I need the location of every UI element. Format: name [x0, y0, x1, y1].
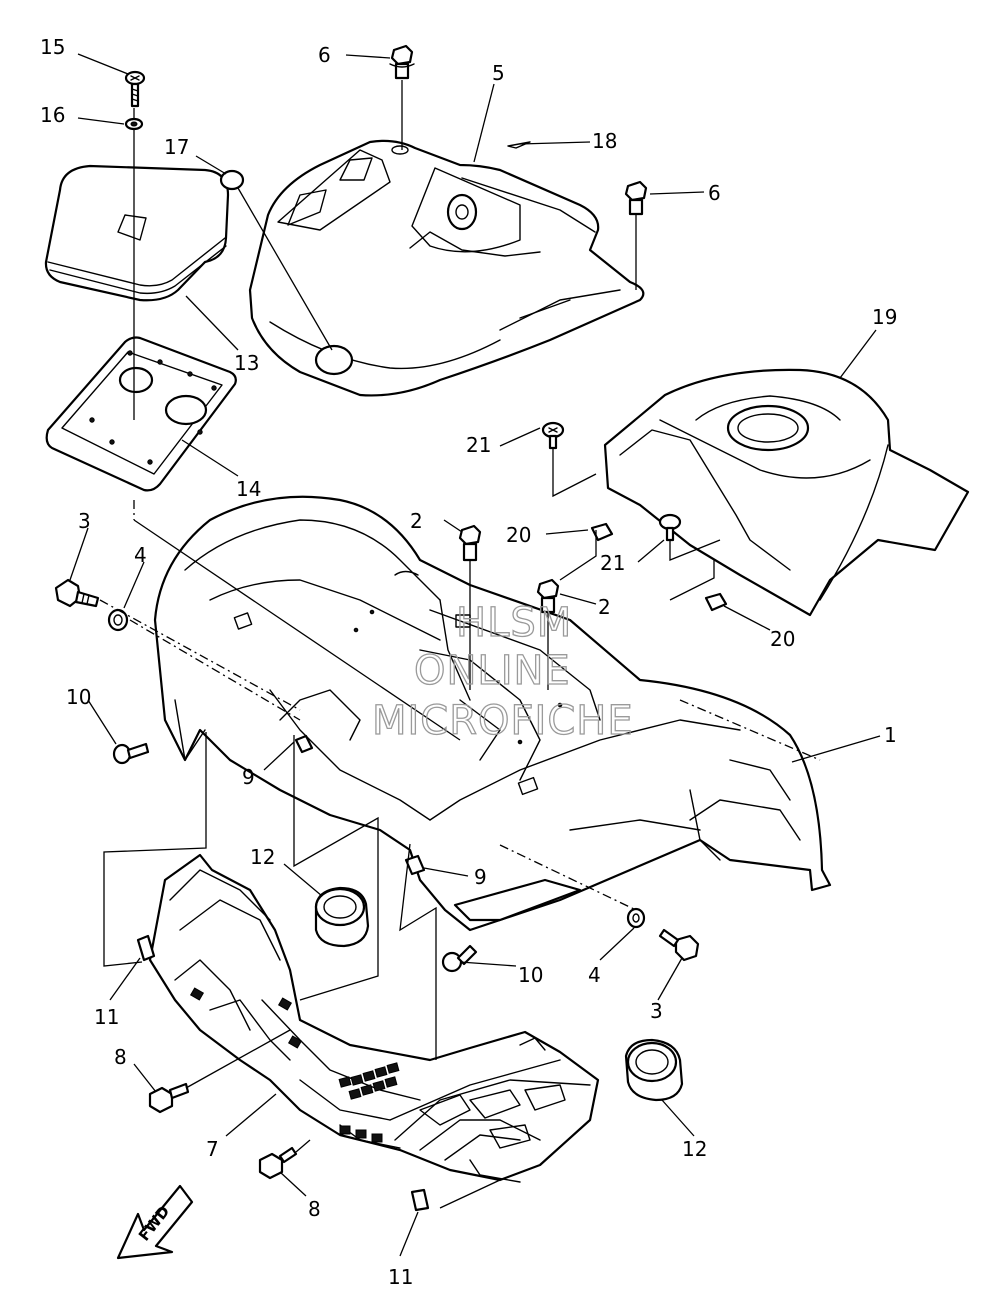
callout-8-left: 8 — [114, 1045, 127, 1069]
part-15-screw — [124, 70, 146, 108]
watermark: HLSM ONLINE MICROFICHE — [371, 599, 634, 744]
part-3-bolt-right — [658, 928, 700, 962]
callout-9-left: 9 — [242, 765, 255, 789]
part-4-washer-right — [626, 907, 646, 929]
part-10-screw-left — [112, 742, 150, 765]
part-14-gasket — [45, 336, 237, 492]
part-1-rear-fender — [153, 495, 832, 932]
assembly-lines — [99, 80, 821, 1209]
callout-5: 5 — [492, 61, 505, 85]
callout-6-right: 6 — [708, 181, 721, 205]
callout-13: 13 — [234, 351, 259, 375]
part-18-emblem — [507, 141, 531, 149]
callout-12-left: 12 — [250, 845, 275, 869]
part-2-bolt-right — [536, 578, 560, 614]
callout-4-right: 4 — [588, 963, 601, 987]
callout-3-right: 3 — [650, 999, 663, 1023]
part-13-cover — [44, 164, 230, 302]
callout-labels: 15 16 17 6 5 18 6 13 19 14 21 3 2 20 4 2… — [40, 35, 897, 1289]
callout-2-left: 2 — [410, 509, 423, 533]
part-7-front-fender — [148, 853, 600, 1183]
part-5-top-cover — [248, 139, 645, 397]
callout-10-left: 10 — [66, 685, 91, 709]
callout-14: 14 — [236, 477, 261, 501]
part-17-cap — [219, 169, 245, 191]
callout-16: 16 — [40, 103, 65, 127]
part-20-clip-lower — [704, 592, 728, 612]
callout-19: 19 — [872, 305, 897, 329]
part-8-bolt-right — [258, 1146, 298, 1180]
callout-6-upper: 6 — [318, 43, 331, 67]
part-9-clip-left — [294, 734, 314, 754]
part-16-washer — [124, 117, 144, 131]
callout-10-right: 10 — [518, 963, 543, 987]
callout-8-right: 8 — [308, 1197, 321, 1221]
part-21-screw-lower — [658, 513, 682, 542]
fwd-arrow-icon: FWD — [116, 1184, 194, 1260]
callout-11-left: 11 — [94, 1005, 119, 1029]
callout-12-right: 12 — [682, 1137, 707, 1161]
part-12-grommet-right — [624, 1038, 684, 1102]
callout-4-left: 4 — [134, 543, 147, 567]
callout-2-right: 2 — [598, 595, 611, 619]
part-20-clip-upper — [590, 522, 614, 542]
watermark-line-3: MICROFICHE — [372, 698, 634, 744]
part-8-bolt-left — [148, 1082, 190, 1114]
callout-7: 7 — [206, 1137, 219, 1161]
part-2-bolt-left — [458, 524, 482, 562]
callout-18: 18 — [592, 129, 617, 153]
part-12-grommet-left — [314, 886, 370, 948]
callout-15: 15 — [40, 35, 65, 59]
callout-1: 1 — [884, 723, 897, 747]
callout-3-left: 3 — [78, 509, 91, 533]
part-6-bolt-upper — [389, 44, 415, 80]
callout-21-upper: 21 — [466, 433, 491, 457]
part-4-washer-left — [107, 608, 129, 632]
part-10-screw-right — [441, 944, 478, 973]
callout-20-lower: 20 — [770, 627, 795, 651]
part-11-clip-left — [136, 934, 156, 962]
callout-leaders — [69, 53, 881, 1257]
callout-21-lower: 21 — [600, 551, 625, 575]
part-19-rear-cover — [603, 368, 970, 617]
part-21-screw-upper — [541, 421, 565, 450]
watermark-line-1: HLSM — [456, 600, 572, 646]
part-6-bolt-right — [624, 180, 648, 216]
callout-11-bottom: 11 — [388, 1265, 413, 1289]
part-11-clip-bottom — [410, 1188, 430, 1212]
callout-17: 17 — [164, 135, 189, 159]
watermark-line-2: ONLINE — [414, 648, 571, 694]
callout-20-upper: 20 — [506, 523, 531, 547]
part-3-bolt-left — [54, 578, 100, 608]
part-9-clip-right — [404, 854, 426, 876]
callout-9-right: 9 — [474, 865, 487, 889]
